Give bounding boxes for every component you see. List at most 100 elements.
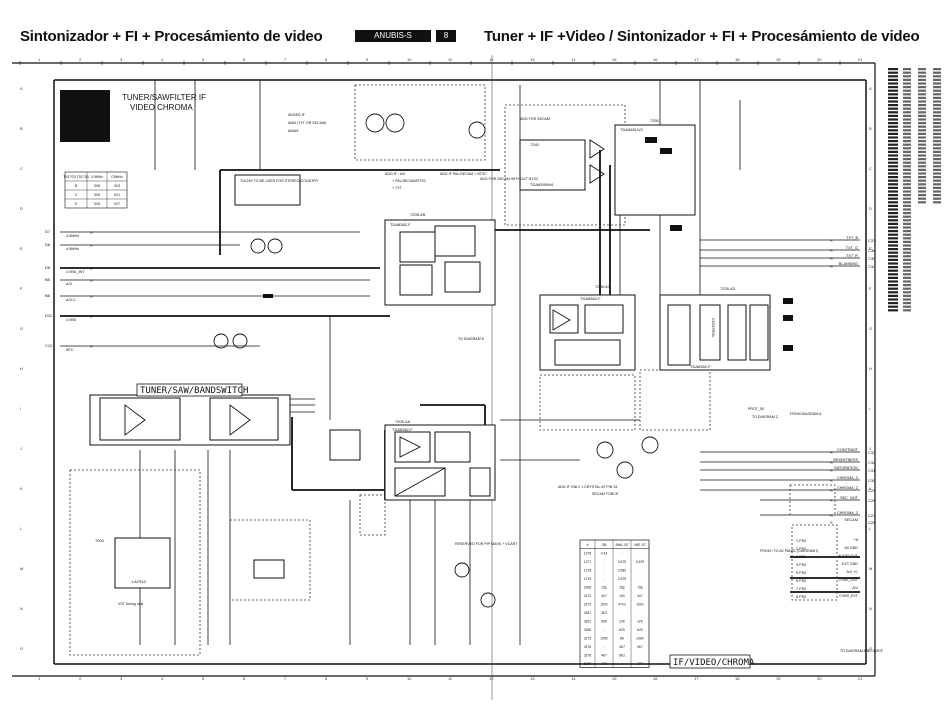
ruler-label: B — [20, 126, 23, 131]
index-entry — [888, 186, 898, 189]
table-cell: 4.5MHz — [91, 175, 103, 179]
note-text: TO DIAGRAM K — [458, 337, 485, 341]
connector-signal: CONTRAST — [837, 448, 859, 452]
index-entry — [888, 226, 898, 229]
index-entry — [903, 125, 911, 128]
index-entry — [888, 194, 898, 197]
ruler-label: H — [869, 366, 872, 371]
index-entry — [903, 86, 911, 89]
table-cell: 470n — [618, 603, 626, 607]
arrow-icon: « — [830, 478, 833, 484]
arrow-icon: « — [830, 264, 833, 270]
index-entry — [903, 233, 911, 236]
index-entry — [888, 179, 898, 182]
transistor-symbols — [213, 113, 659, 608]
table-cell: 3.579 — [636, 560, 644, 564]
connector-pin: B5 — [45, 277, 51, 282]
index-entry — [918, 143, 926, 146]
table-cell: 820 — [637, 628, 643, 632]
index-entry — [903, 266, 911, 269]
index-entry — [918, 201, 926, 204]
ic-7240 — [519, 139, 586, 191]
index-entry — [918, 150, 926, 153]
index-entry — [918, 111, 926, 114]
tuner-label-box — [136, 383, 243, 397]
section-letter: B — [68, 90, 101, 142]
ruler-label: L — [869, 526, 872, 531]
index-entry — [888, 222, 898, 225]
index-entry — [888, 158, 898, 161]
ruler-label: 7 — [284, 57, 287, 62]
index-entry — [903, 118, 911, 121]
index-entry — [903, 291, 911, 294]
right-connectors: C37TXT_B«C36TXT_G«C35TXT_R«C34BLANKING«C… — [830, 236, 876, 526]
index-entry — [918, 82, 926, 85]
index-entry — [903, 186, 911, 189]
arrow-icon: « — [830, 488, 833, 494]
table-cell: - — [639, 552, 640, 556]
table-cell: - — [621, 662, 622, 666]
table-cell: 1275 — [584, 552, 592, 556]
index-entry — [888, 230, 898, 233]
note-text: ADD IF ONLY 1 CRYSTAL AT PIN 34 — [558, 485, 617, 489]
option-boxes — [69, 84, 838, 656]
index-entry — [888, 82, 898, 85]
arrow-icon: » — [90, 294, 93, 300]
index-entry — [888, 305, 898, 308]
index-entry — [888, 237, 898, 240]
ruler-label: 9 — [366, 676, 369, 681]
av-signal: CVBS_EXT — [839, 594, 859, 598]
index-entry — [903, 190, 911, 193]
index-entry — [933, 89, 941, 92]
index-entry — [888, 75, 898, 78]
ruler-label: 15 — [612, 57, 617, 62]
ruler-label: 3 — [120, 57, 123, 62]
arrow-icon: » — [90, 344, 93, 350]
index-entry — [888, 140, 898, 143]
index-entry — [903, 262, 911, 265]
index-entry — [888, 258, 898, 261]
index-entry — [903, 298, 911, 301]
index-entry — [903, 269, 911, 272]
index-entry — [888, 125, 898, 128]
ruler-label: I — [20, 406, 21, 411]
page-number-badge: 8 — [436, 30, 456, 42]
ruler-label: K — [869, 486, 872, 491]
svg-text:TDA4661/V2: TDA4661/V2 — [620, 127, 644, 132]
index-entry — [903, 204, 911, 207]
table-cell: - — [603, 628, 604, 632]
index-entry — [903, 172, 911, 175]
svg-text:CONTROL: CONTROL — [711, 318, 716, 338]
ruler-label: F — [869, 286, 872, 291]
index-entry — [933, 190, 941, 193]
table-cell: 8K — [620, 637, 625, 641]
ruler-label: I — [869, 406, 870, 411]
ruler-label: N — [869, 606, 872, 611]
av-signal: A/V — [852, 586, 858, 590]
table-cell: 5279 — [584, 662, 592, 666]
table-cell: 4K7 — [601, 654, 607, 658]
ruler-label: 5 — [202, 57, 205, 62]
index-entry — [918, 107, 926, 110]
table-cell: 100n — [636, 603, 644, 607]
index-entry — [918, 165, 926, 168]
index-entry — [888, 89, 898, 92]
note-text: ANAM — [288, 129, 298, 133]
av-pin: 7 P53 — [796, 587, 806, 591]
index-entry — [888, 86, 898, 89]
index-entry — [933, 104, 941, 107]
svg-text:TDA8362-F: TDA8362-F — [392, 427, 413, 432]
index-entry — [918, 168, 926, 171]
index-entry — [903, 107, 911, 110]
svg-text:7205-4C: 7205-4C — [595, 284, 610, 289]
note-text: FROM / TO AV PANEL (DIAGRAM I) — [760, 549, 818, 553]
index-entry — [888, 208, 898, 211]
index-entry — [933, 161, 941, 164]
connector-signal: CHROMA_2 — [837, 486, 858, 490]
index-entry — [888, 284, 898, 287]
connector-pin: C37 — [868, 238, 876, 243]
index-entry — [888, 287, 898, 290]
